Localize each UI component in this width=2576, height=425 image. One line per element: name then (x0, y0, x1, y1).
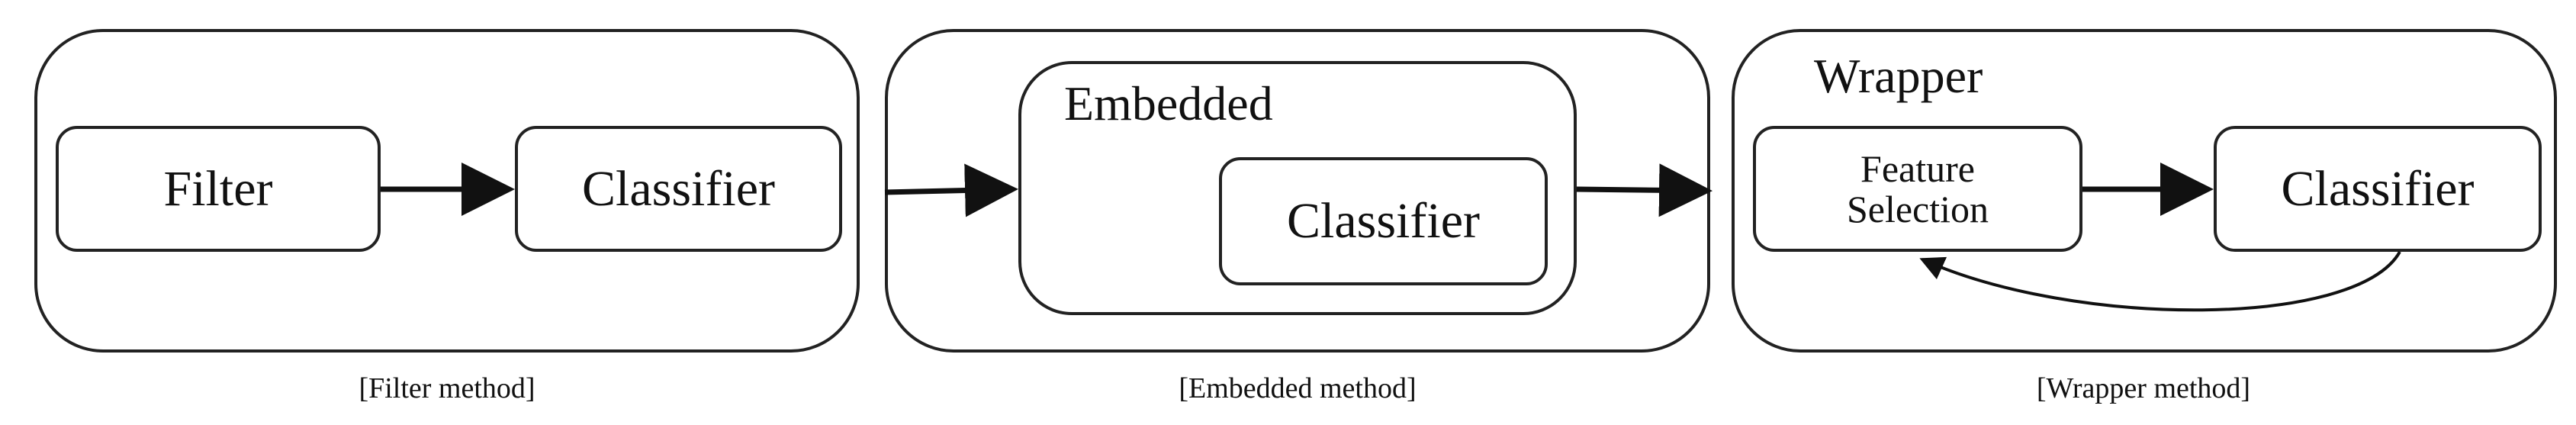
feature-selection-box: Feature Selection (1753, 126, 2082, 252)
feature-selection-label: Feature Selection (1846, 147, 1989, 230)
filter-classifier-label: Classifier (582, 160, 775, 217)
embedded-classifier-box: Classifier (1219, 157, 1548, 285)
filter-method-caption: [Filter method] (359, 372, 535, 404)
wrapper-classifier-label: Classifier (2281, 160, 2475, 217)
filter-classifier-box: Classifier (515, 126, 842, 252)
embedded-classifier-label: Classifier (1287, 193, 1480, 250)
wrapper-method-caption: [Wrapper method] (2036, 372, 2251, 404)
embedded-method-caption: [Embedded method] (1179, 372, 1417, 404)
filter-box-label: Filter (163, 160, 273, 217)
wrapper-classifier-box: Classifier (2214, 126, 2542, 252)
filter-box: Filter (56, 126, 381, 252)
embedded-title: Embedded (1064, 76, 1273, 130)
wrapper-title: Wrapper (1814, 49, 1983, 103)
